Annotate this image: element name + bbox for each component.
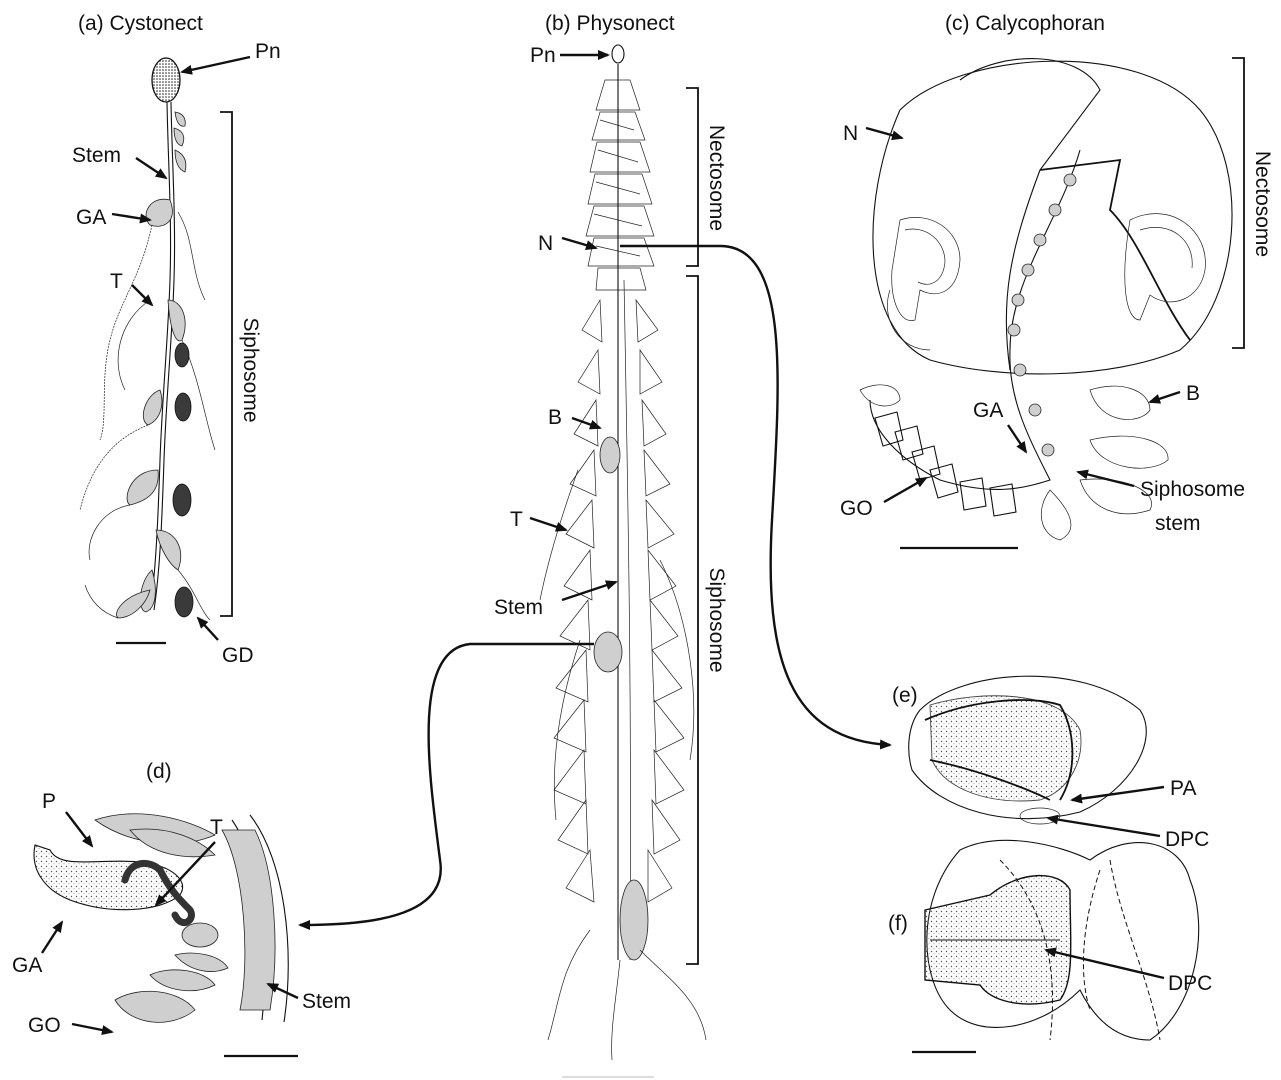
label-a-t: T (110, 270, 123, 293)
label-b-t: T (510, 508, 523, 531)
nectosome-label-b: Nectosome (705, 125, 728, 231)
panel-e-nectophore: (e) PA DPC (892, 676, 1209, 851)
panel-a-cystonect: (a) Cystonect (72, 12, 281, 667)
label-b-n: N (538, 232, 553, 255)
panel-b-physonect: (b) Physonect (300, 12, 890, 1077)
siphosome-bracket-a (220, 112, 232, 616)
label-c-stem-2: stem (1155, 512, 1201, 535)
label-c-b: B (1186, 382, 1200, 405)
palpons-d (95, 814, 215, 857)
panel-f-title: (f) (888, 912, 908, 935)
label-b-pn: Pn (530, 44, 556, 67)
nectosome-b (586, 80, 654, 290)
panel-c-title: (c) Calycophoran (945, 12, 1105, 35)
siphosome-bracket-b (686, 276, 698, 964)
siphosome-label-a: Siphosome (239, 317, 262, 422)
label-e-dpc: DPC (1165, 828, 1209, 851)
panel-e-title: (e) (892, 684, 918, 707)
cormidia-b (594, 437, 648, 960)
label-b-b: B (548, 406, 562, 429)
panel-c-calycophoran: (c) Calycophoran (840, 12, 1274, 548)
label-d-go: GO (28, 1014, 61, 1037)
nectosome-label-c: Nectosome (1251, 151, 1274, 257)
siphosome-stem-c (870, 150, 1080, 489)
label-d-t: T (210, 816, 223, 839)
pneumatophore-b (612, 45, 624, 63)
label-a-ga: GA (76, 206, 106, 229)
connector-b-to-d (300, 644, 594, 925)
tentacles-b (540, 470, 706, 1060)
label-c-stem-1: Siphosome (1140, 478, 1245, 501)
label-e-pa: PA (1170, 777, 1196, 800)
label-a-pn: Pn (255, 40, 281, 63)
label-c-ga: GA (973, 399, 1003, 422)
label-f-dpc: DPC (1168, 972, 1212, 995)
nectosome-bracket-c (1232, 58, 1244, 348)
nectosome-bracket-b (686, 88, 698, 266)
bracts-c (860, 385, 1168, 540)
bracts-b (554, 300, 684, 902)
hydroecium-c (887, 214, 1205, 350)
label-d-p: P (42, 790, 56, 813)
buds-a (174, 112, 186, 172)
siphosome-label-b: Siphosome (705, 567, 728, 672)
label-c-n: N (843, 122, 858, 145)
gonophores-c (875, 412, 1016, 516)
label-a-stem: Stem (72, 144, 121, 167)
connector-b-to-e (620, 246, 890, 745)
label-d-ga: GA (12, 954, 42, 977)
pneumatophore-a (152, 58, 180, 102)
cormidia-c (1008, 174, 1076, 456)
panel-f-nectophore: (f) DPC (888, 840, 1212, 1052)
label-b-stem: Stem (494, 596, 543, 619)
gonophores-d (115, 923, 228, 1022)
label-a-gd: GD (222, 644, 254, 667)
panel-d-title: (d) (146, 760, 172, 783)
label-d-stem: Stem (302, 990, 351, 1013)
panel-d-cormidium: (d) P T GA GO Stem (12, 760, 351, 1056)
panel-a-title: (a) Cystonect (78, 12, 203, 35)
panel-b-title: (b) Physonect (545, 12, 675, 35)
label-c-go: GO (840, 497, 873, 520)
